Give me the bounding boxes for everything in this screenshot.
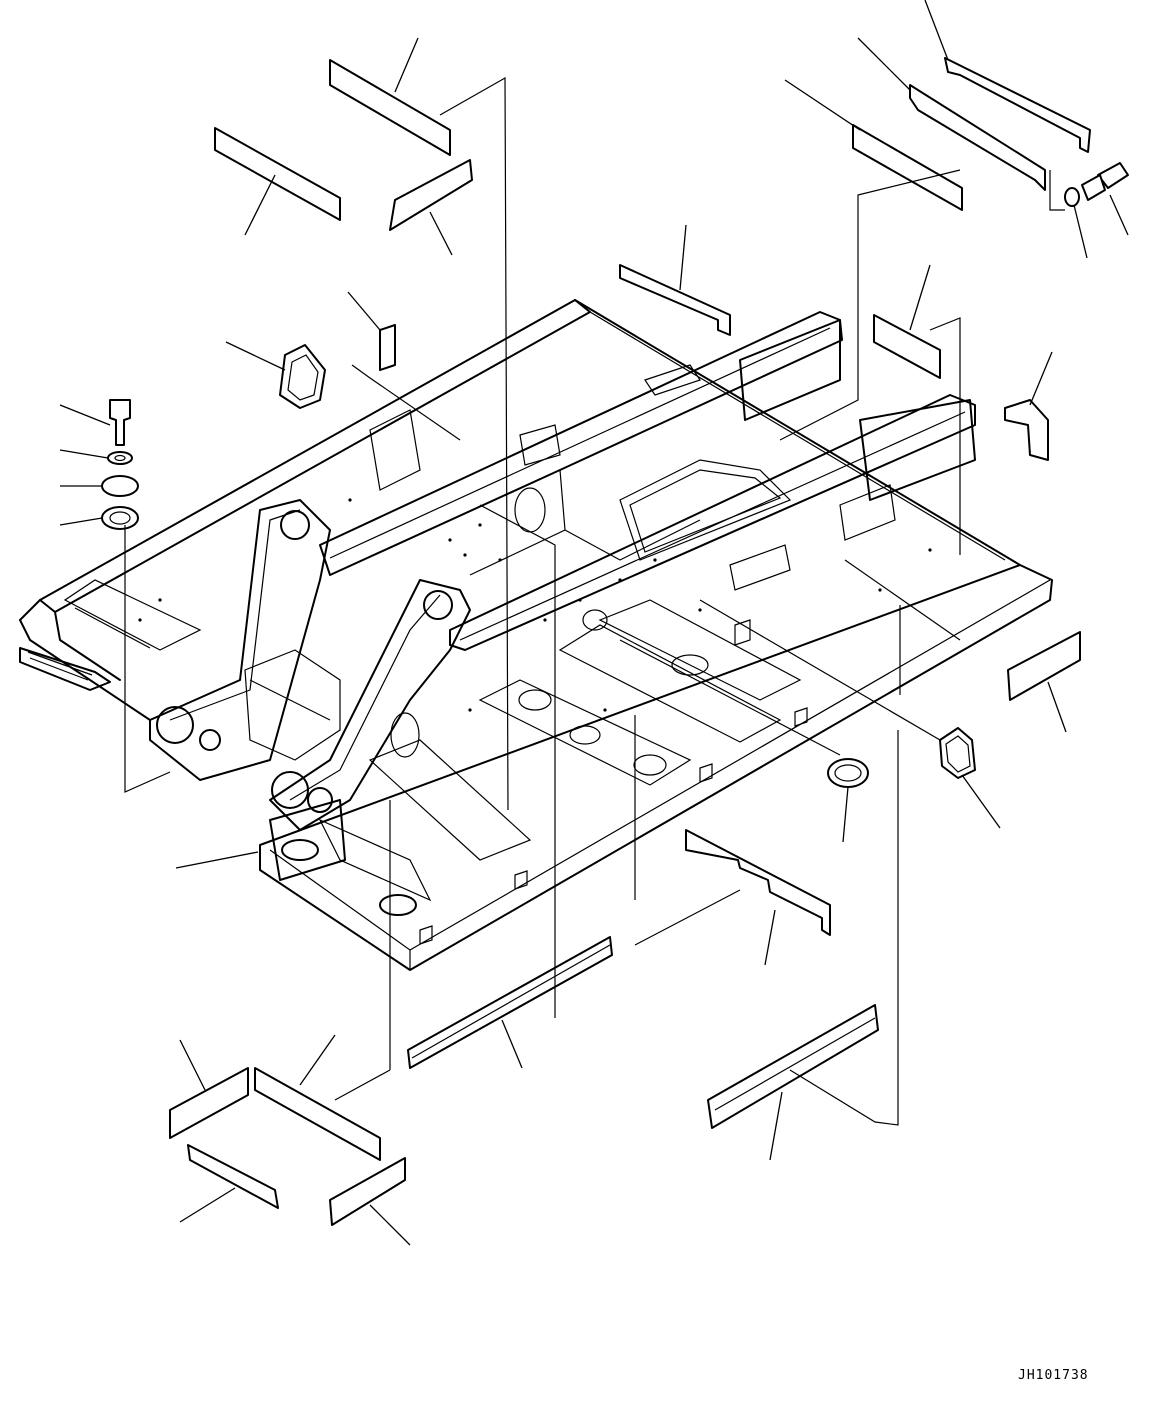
- cover-parts: [101, 57, 1129, 1226]
- revolving-frame: [19, 299, 1053, 971]
- leader-lines: [59, 0, 1129, 1246]
- drawing-code-label: JH101738: [1018, 1368, 1089, 1383]
